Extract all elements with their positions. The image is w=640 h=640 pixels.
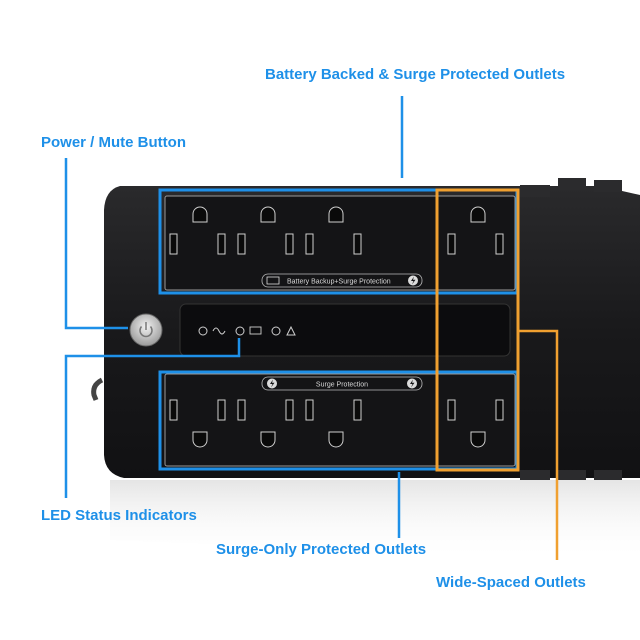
blade-slot [495,399,504,421]
power-button-callout: Power / Mute Button [41,134,186,151]
blade-slot [169,399,178,421]
outlet [169,399,226,448]
blade-slot [285,233,294,255]
blade-slot [495,233,504,255]
blade-slot [285,399,294,421]
blade-slot [217,399,226,421]
lightning-icon [407,378,417,389]
wide-outlets-leader [518,329,559,560]
ground-slot [192,206,208,223]
outlet [447,399,504,448]
outlet [237,206,294,255]
status-led-icon [235,326,245,336]
outlet [305,206,362,255]
outlet [305,399,362,448]
device-reflection [110,480,640,560]
led-indicators-callout: LED Status Indicators [41,507,197,524]
power-icon [139,322,153,338]
battery-outlets [169,206,504,255]
led-indicators-leader [64,338,241,498]
blade-slot [353,399,362,421]
fault-led-icon [271,326,281,336]
power-cord [91,377,104,401]
blade-slot [353,233,362,255]
power-indicator-icon [198,326,208,336]
wide-outlets-callout: Wide-Spaced Outlets [436,574,586,591]
surge-band-label: Surge Protection [316,382,368,389]
warning-icon [286,325,296,336]
battery-indicator-icon [249,326,262,335]
ground-slot [192,431,208,448]
blade-slot [305,233,314,255]
surge-band [261,376,423,391]
blade-slot [447,399,456,421]
ground-slot [328,431,344,448]
outlet [447,206,504,255]
outlet [169,206,226,255]
surge-outlet-panel [164,373,516,467]
surge-outlets-callout: Surge-Only Protected Outlets [216,541,427,558]
blade-slot [305,399,314,421]
ground-slot [260,431,276,448]
power-button-leader [64,158,128,330]
battery-band-label: Battery Backup+Surge Protection [287,279,391,286]
ground-slot [470,431,486,448]
blade-slot [237,399,246,421]
lightning-icon [267,378,277,389]
blade-slot [447,233,456,255]
blade-slot [237,233,246,255]
ground-slot [328,206,344,223]
sine-wave-icon [212,327,226,335]
battery-band [261,273,423,288]
outlet [237,399,294,448]
ground-slot [470,206,486,223]
lightning-icon [408,275,418,286]
top-ribs [520,178,622,480]
blade-slot [169,233,178,255]
surge-outlets [169,399,504,448]
ground-slot [260,206,276,223]
blade-slot [217,233,226,255]
battery-outlets-callout: Battery Backed & Surge Protected Outlets [265,66,566,83]
led-strip [179,303,511,357]
battery-icon [266,276,280,285]
battery-outlet-panel [164,195,516,291]
